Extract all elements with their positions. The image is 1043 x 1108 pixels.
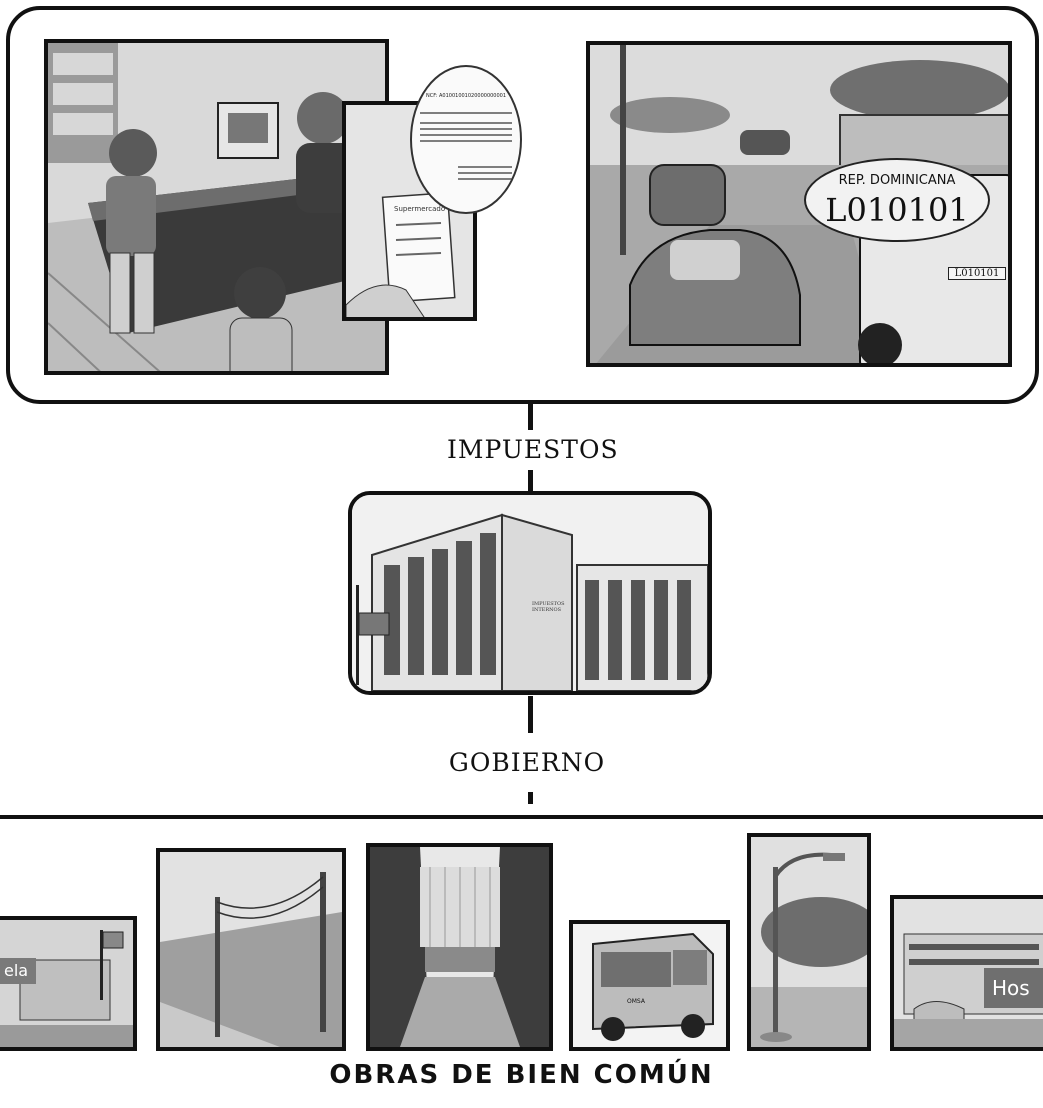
school-illustration: [0, 920, 133, 1047]
top-frame: [6, 6, 1039, 404]
hospital-panel: Hos: [890, 895, 1043, 1051]
connector-top: [528, 404, 533, 430]
car-scene-panel: REP. DOMINICANA L010101 L010101: [586, 41, 1012, 367]
power-lines-panel: [156, 848, 346, 1051]
building-sign: IMPUESTOS INTERNOS: [532, 601, 565, 613]
obras-title: OBRAS DE BIEN COMÚN: [329, 1060, 714, 1090]
dam-panel: [366, 843, 553, 1051]
bus-sign: OMSA: [627, 998, 645, 1005]
store-scene-panel: [44, 39, 389, 375]
connector-mid-2: [528, 696, 533, 733]
gobierno-label: GOBIERNO: [448, 748, 606, 777]
power-lines-illustration: [160, 852, 342, 1047]
divider-line: [0, 815, 1043, 819]
tax-office-building-illustration: [352, 495, 708, 691]
store-scene-illustration: [48, 43, 385, 371]
tax-office-building-panel: IMPUESTOS INTERNOS: [348, 491, 712, 695]
connector-mid-1: [528, 470, 533, 492]
receipt-magnifier: NCF: A01001001020000000001: [410, 65, 522, 214]
receipt-store-name: Supermercado: [394, 205, 446, 213]
impuestos-label: IMPUESTOS: [447, 435, 619, 464]
street-lamp-panel: [747, 833, 871, 1051]
dam-illustration: [370, 847, 549, 1047]
hospital-sign: Hos: [984, 968, 1043, 1008]
receipt-ncf-text: NCF: A01001001020000000001: [426, 93, 507, 99]
license-plate-magnifier: [804, 158, 990, 242]
school-sign: ela: [0, 958, 36, 984]
plate-number-label: L010101: [825, 191, 969, 229]
plate-country-label: REP. DOMINICANA: [838, 173, 956, 188]
street-lamp-illustration: [751, 837, 867, 1047]
bus-illustration: [573, 924, 726, 1047]
bus-panel: OMSA: [569, 920, 730, 1051]
connector-bottom: [528, 792, 533, 804]
small-plate-label: L010101: [948, 267, 1006, 280]
receipt-lines: [420, 112, 512, 180]
school-panel: ela: [0, 916, 137, 1051]
